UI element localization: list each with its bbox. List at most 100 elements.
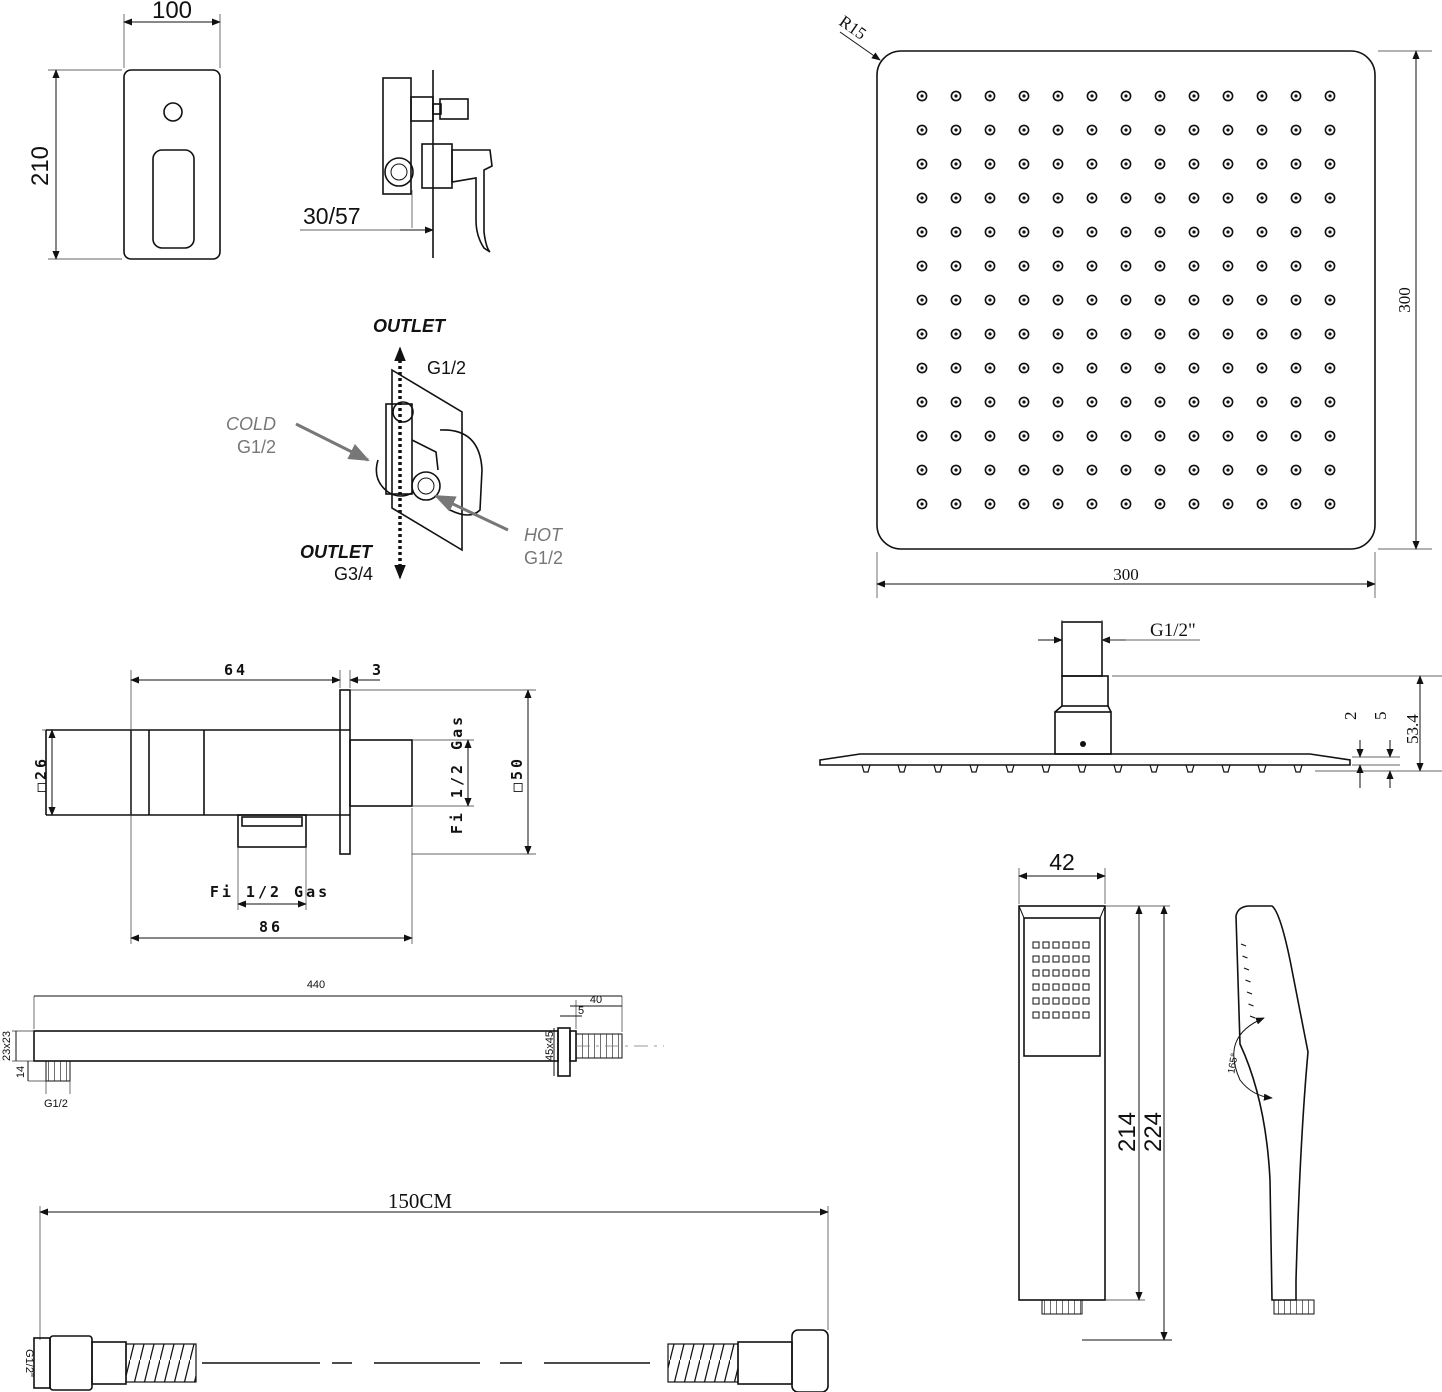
nozzle (1018, 158, 1030, 170)
hand-nozzle (1042, 955, 1050, 963)
nozzle-center (1260, 94, 1264, 98)
nozzle-center (1294, 400, 1298, 404)
nozzle-center (1022, 502, 1026, 506)
nozzle (984, 260, 996, 272)
hand-side-nozzle (1240, 943, 1247, 947)
valve-outlet-top-thread: G1/2 (427, 358, 466, 378)
hand-nozzle (1062, 983, 1070, 991)
nozzle-center (1158, 502, 1162, 506)
nozzle (1086, 90, 1098, 102)
nozzle (1018, 464, 1030, 476)
nozzle (1018, 396, 1030, 408)
nozzle-center (1328, 264, 1332, 268)
arm-thread-label: G1/2 (44, 1098, 68, 1110)
nozzle-center (1226, 366, 1230, 370)
nozzle (1290, 362, 1302, 374)
nozzle-center (1226, 400, 1230, 404)
nozzle-center (988, 298, 992, 302)
nozzle (1222, 430, 1234, 442)
nozzle-center (920, 502, 924, 506)
nozzle (1256, 124, 1268, 136)
nozzle (916, 464, 928, 476)
nozzle (1120, 430, 1132, 442)
nozzle-center (1294, 298, 1298, 302)
nozzle (1256, 90, 1268, 102)
nozzle-center (1158, 230, 1162, 234)
nozzle-center (1192, 366, 1196, 370)
nozzle (1052, 464, 1064, 476)
hand-nozzle (1052, 997, 1060, 1005)
hand-angle-label: 165° (1226, 1052, 1240, 1074)
arm-nipple-label: 14 (15, 1066, 27, 1078)
nozzle (1052, 192, 1064, 204)
nozzle-center (1192, 196, 1196, 200)
nozzle-center (954, 332, 958, 336)
nozzle-center (1294, 434, 1298, 438)
nozzle-center (1056, 468, 1060, 472)
nozzle-center (1226, 502, 1230, 506)
nozzle-center (954, 502, 958, 506)
nozzle (984, 90, 996, 102)
nozzle-center (1022, 94, 1026, 98)
nozzle (1188, 430, 1200, 442)
nozzle (1018, 294, 1030, 306)
hand-nozzle (1082, 997, 1090, 1005)
valve-outlet-bottom-thread: G3/4 (334, 564, 373, 584)
side-nozzle (1149, 764, 1159, 773)
nozzle (1222, 192, 1234, 204)
nozzle (1052, 124, 1064, 136)
nozzle (1086, 294, 1098, 306)
nozzle (1188, 362, 1200, 374)
nozzle-center (1056, 264, 1060, 268)
nozzle-center (988, 196, 992, 200)
nozzle-center (1158, 366, 1162, 370)
shower-hose (33, 1206, 829, 1392)
nozzle (916, 430, 928, 442)
hand-side-nozzle (1249, 1015, 1256, 1019)
nozzle-center (1192, 502, 1196, 506)
nozzle (1222, 226, 1234, 238)
hand-side-nozzle (1245, 979, 1251, 983)
nozzle-center (1294, 230, 1298, 234)
nozzle-center (1192, 332, 1196, 336)
arm-flange-thickness-label: 5 (578, 1005, 584, 1017)
mixer-side-view (300, 70, 493, 258)
nozzle-center (1056, 162, 1060, 166)
hand-nozzle (1072, 1011, 1080, 1019)
nozzle (1290, 226, 1302, 238)
nozzle-center (1158, 400, 1162, 404)
nozzle-center (1158, 264, 1162, 268)
nozzle (1256, 328, 1268, 340)
nozzle (1154, 294, 1166, 306)
elbow-thread-right-label: Fi 1/2 Gas (448, 714, 466, 834)
nozzle (1290, 396, 1302, 408)
nozzle-center (988, 94, 992, 98)
nozzle-center (954, 434, 958, 438)
nozzle (1154, 396, 1166, 408)
nozzle (916, 294, 928, 306)
nozzle (1188, 158, 1200, 170)
nozzle-center (1090, 264, 1094, 268)
nozzle (1086, 328, 1098, 340)
nozzle (1154, 362, 1166, 374)
nozzle (1052, 430, 1064, 442)
nozzle-center (954, 196, 958, 200)
side-nozzle (897, 764, 907, 773)
nozzle (1154, 90, 1166, 102)
valve-cold-thread: G1/2 (237, 437, 276, 457)
nozzle (1324, 362, 1336, 374)
nozzle-center (1124, 230, 1128, 234)
nozzle (950, 294, 962, 306)
nozzle-center (1328, 366, 1332, 370)
nozzle-center (1192, 128, 1196, 132)
nozzle (1120, 498, 1132, 510)
hand-nozzle (1062, 955, 1070, 963)
nozzle-center (1192, 468, 1196, 472)
nozzle (1290, 260, 1302, 272)
nozzle-center (1124, 434, 1128, 438)
nozzle-center (920, 128, 924, 132)
nozzle-center (1294, 332, 1298, 336)
nozzle (916, 192, 928, 204)
nozzle (916, 328, 928, 340)
hand-side-nozzle (1246, 991, 1253, 995)
